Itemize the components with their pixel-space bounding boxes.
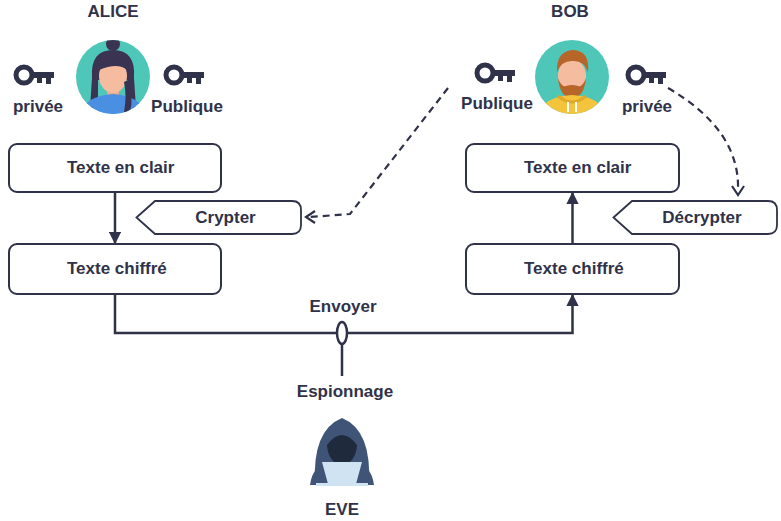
person-name: EVE — [325, 500, 359, 520]
key-icon — [628, 67, 666, 84]
flow-arrow — [114, 193, 117, 243]
tap-line — [341, 344, 344, 376]
key-label: privée — [622, 97, 672, 117]
tag-shape — [614, 201, 778, 234]
key-label: Publique — [151, 97, 223, 117]
text-box: Texte en clair — [465, 143, 680, 193]
tag-outline — [612, 200, 778, 235]
node-text: Texte chiffré — [524, 259, 624, 279]
alice-avatar — [76, 37, 150, 118]
tag-outline — [135, 200, 302, 235]
key-label: Publique — [461, 94, 533, 114]
key-icon — [477, 65, 515, 82]
key-leader — [668, 88, 738, 190]
text-box: Texte chiffré — [465, 243, 680, 295]
key-leader-head — [306, 211, 315, 223]
bob-avatar — [535, 40, 609, 118]
action-tag: Décrypter — [612, 200, 778, 235]
document-icons — [22, 158, 500, 282]
key-label: privée — [13, 97, 63, 117]
text-box: Texte en clair — [8, 143, 222, 193]
node-text: Texte chiffré — [67, 259, 167, 279]
tap-ring — [337, 322, 347, 344]
node-text: Texte en clair — [524, 158, 631, 178]
action-tag: Crypter — [135, 200, 302, 235]
key-leader-head — [732, 186, 744, 195]
node-text: Texte en clair — [67, 158, 174, 178]
person-name: ALICE — [88, 2, 139, 22]
text-box: Texte chiffré — [8, 243, 222, 295]
person-name: BOB — [551, 2, 589, 22]
eve-figure — [310, 418, 374, 486]
node-text: Crypter — [195, 208, 255, 228]
eavesdrop-label: Espionnage — [297, 382, 393, 402]
flow-arrow — [571, 193, 574, 243]
key-icon — [16, 67, 54, 84]
tag-shape — [137, 201, 302, 234]
edge-label: Envoyer — [306, 297, 379, 317]
node-text: Décrypter — [662, 208, 741, 228]
key-icon — [166, 67, 204, 84]
key-leader — [310, 88, 448, 217]
